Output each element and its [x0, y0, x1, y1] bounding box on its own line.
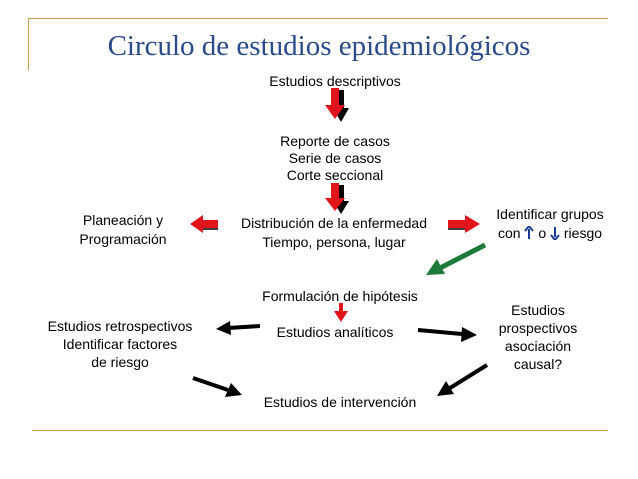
node-identificar-grupos: Identificar grupos	[496, 206, 604, 222]
node-estudios-retrospectivos: Estudios retrospectivos	[47, 318, 193, 334]
node-identificar-riesgo: con o riesgo	[480, 224, 620, 242]
node-corte-seccional: Corte seccional	[286, 167, 384, 183]
frame-bottom-line	[32, 430, 608, 431]
node-serie-casos: Serie de casos	[288, 150, 382, 166]
node-estudios-prospectivos-2: prospectivos	[498, 320, 578, 336]
up-arrow-icon	[524, 224, 535, 239]
red-down-arrow-2	[325, 183, 349, 214]
node-programacion: Programación	[79, 231, 167, 247]
slide-title: Circulo de estudios epidemiológicos	[107, 30, 531, 62]
red-right-arrow	[448, 215, 480, 233]
node-tiempo-persona-lugar: Tiempo, persona, lugar	[262, 234, 406, 250]
node-estudios-prospectivos-1: Estudios	[511, 302, 565, 318]
node-causal: causal?	[513, 356, 563, 372]
node-estudios-descriptivos: Estudios descriptivos	[269, 73, 401, 89]
node-reporte-casos: Reporte de casos	[280, 133, 390, 149]
black-diagonal-arrow-right	[437, 363, 489, 396]
node-planeacion: Planeación y	[82, 212, 164, 228]
node-estudios-analiticos: Estudios analíticos	[276, 324, 394, 340]
black-right-arrow	[417, 327, 477, 342]
red-down-arrow-1	[325, 88, 349, 122]
red-down-arrow-3	[334, 303, 348, 322]
node-de-riesgo: de riesgo	[91, 354, 149, 370]
node-distribucion: Distribución de la enfermedad	[241, 215, 427, 231]
frame-top-line	[28, 18, 608, 19]
red-left-arrow	[190, 215, 218, 233]
node-formulacion-hipotesis: Formulación de hipótesis	[262, 288, 418, 304]
identificar-o-label: o	[538, 225, 547, 241]
identificar-con-label: con	[497, 225, 521, 241]
black-left-arrow	[216, 321, 261, 335]
node-asociacion: asociación	[504, 338, 572, 354]
identificar-riesgo-label: riesgo	[563, 225, 603, 241]
black-diagonal-arrow-left	[192, 376, 242, 397]
node-estudios-intervencion: Estudios de intervención	[263, 394, 417, 410]
node-identificar-factores: Identificar factores	[62, 336, 178, 352]
green-diagonal-arrow	[426, 242, 487, 275]
frame-left-line	[28, 18, 29, 70]
